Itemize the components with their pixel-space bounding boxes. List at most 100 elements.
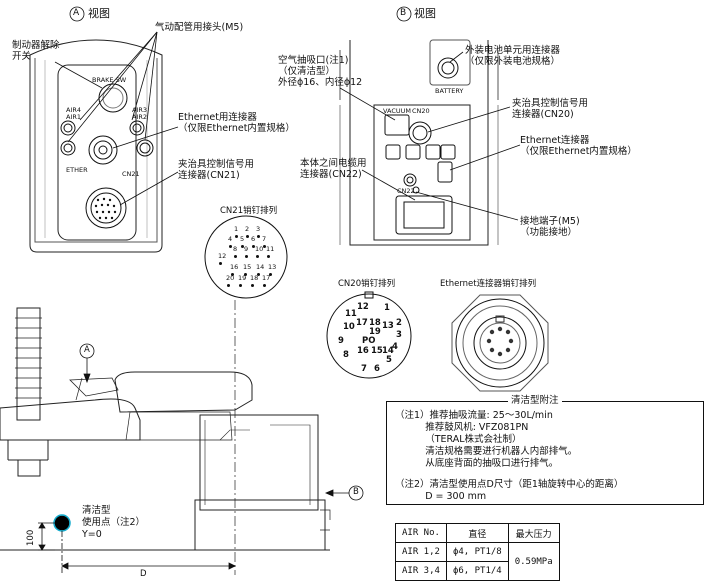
cn21-pinout [204, 215, 288, 299]
pin-label: 13 [268, 263, 277, 271]
pin-dot [219, 262, 222, 265]
view-a-letter: A [73, 8, 80, 18]
pin-label: 4 [228, 235, 233, 243]
pin-label: 12 [357, 302, 369, 312]
pin-label: 5 [240, 235, 245, 243]
cn22-connector-label: 本体之间电缆用 连接器(CN22) [300, 158, 367, 180]
notes-title: 清洁型附注 [508, 395, 562, 406]
pin-label: 7 [361, 364, 367, 374]
pin-dot [234, 255, 237, 258]
pin-dot [263, 284, 266, 287]
brake-switch-label: 制动器解除 开关 [12, 40, 60, 62]
pin-label: 7 [262, 235, 267, 243]
pin-label: 14 [382, 346, 394, 356]
pin-label: 17 [262, 274, 271, 282]
pin-label: 2 [245, 225, 250, 233]
panel-ether-label: ETHER [66, 166, 88, 174]
pin-label: 3 [396, 330, 402, 340]
cn20-pinout [326, 291, 412, 379]
panel-battery-label: BATTERY [435, 87, 464, 95]
panel-cn21-label: CN21 [122, 170, 140, 178]
pin-dot [269, 273, 272, 276]
ethernet-pinout [451, 294, 549, 392]
pin-label: 18 [250, 274, 259, 282]
pin-label: 9 [244, 245, 249, 253]
dim-d-label: D [140, 569, 147, 579]
pin-dot [241, 245, 244, 248]
suction-port-label: 空气抽吸口(注1) （仅清洁型） 外径ϕ16、内径ϕ12 [278, 55, 363, 88]
panel-air2-label: AIR2 [132, 113, 148, 121]
pin-label: 14 [256, 263, 265, 271]
air-fitting-label: 气动配管用接头(M5) [155, 22, 244, 33]
table-row: AIR 3,4 ϕ6, PT1/4 [395, 561, 560, 581]
pin-label: 5 [386, 355, 392, 365]
table-row: AIR No. 直径 最大压力 [395, 523, 560, 543]
arrow-a-letter: A [84, 345, 90, 355]
pin-label: 1 [234, 225, 239, 233]
pin-label: 8 [233, 245, 238, 253]
panel-vacuum-label: VACUUM [383, 107, 412, 115]
pin-label: 17 [356, 318, 368, 328]
pin-label: 15 [243, 263, 252, 271]
pin-label: 11 [345, 309, 357, 319]
pin-dot [267, 255, 270, 258]
arrow-b-letter: B [353, 487, 359, 497]
panel-cn22-label: CN22 [397, 187, 415, 195]
pin-label: 4 [392, 342, 398, 352]
pin-dot [227, 284, 230, 287]
cn20-connector-label: 夹治具控制信号用 连接器(CN20) [512, 98, 589, 120]
view-a-title: 视图 [88, 7, 110, 20]
table-header-diameter: 直径 [445, 523, 509, 543]
ethernet-connector-b-label: Ethernet连接器 （仅限Ethernet内置规格） [520, 135, 637, 157]
pin-dot [257, 235, 260, 238]
view-a-leaders [54, 6, 179, 206]
pin-label: 8 [343, 350, 349, 360]
ethernet-connector-label: Ethernet用连接器 （仅限Ethernet内置规格） [178, 112, 295, 134]
clean-point-label: 清洁型 使用点（注2） Y=0 [82, 505, 146, 540]
panel-brake-label: BRAKE SW [92, 76, 127, 84]
pin-label: 6 [251, 235, 256, 243]
pin-label: 2 [396, 318, 402, 328]
view-b-title: 视图 [414, 7, 436, 20]
note-1: （注1）推荐抽吸流量: 25～30L/min 推荐鼓风机: VFZ081PN （… [395, 410, 578, 469]
table-cell-pressure: 0.59MPa [507, 542, 560, 581]
view-b-letter: B [400, 8, 407, 18]
pin-label: 12 [218, 252, 227, 260]
pin-dot [251, 284, 254, 287]
pin-dot [252, 245, 255, 248]
pin-label: 19 [369, 327, 381, 337]
pin-label: 18 [369, 318, 381, 328]
cn20-pinout-title: CN20销钉排列 [338, 279, 396, 289]
table-header-max-pressure: 最大压力 [507, 523, 560, 543]
pin-dot [229, 245, 232, 248]
pin-label: 16 [357, 346, 369, 356]
table-cell-air-no: AIR 3,4 [395, 561, 447, 581]
pin-label: 15 [371, 346, 383, 356]
pin-label: 19 [238, 274, 247, 282]
pin-dot [231, 273, 234, 276]
pin-dot [257, 273, 260, 276]
robot-side-view [0, 300, 331, 575]
view-a-panel [29, 39, 163, 253]
air-spec-table: AIR No. 直径 最大压力 AIR 1,2 ϕ4, PT1/8 0.59MP… [395, 523, 560, 581]
ethernet-pinout-title: Ethernet连接器销钉排列 [440, 279, 537, 289]
table-row: AIR 1,2 ϕ4, PT1/8 0.59MPa [395, 542, 560, 581]
pin-label: 13 [382, 321, 394, 331]
battery-connector-label: 外装电池单元用连接器 （仅限外装电池规格） [465, 45, 561, 67]
pin-label: 16 [230, 263, 239, 271]
panel-cn20-label: CN20 [412, 107, 430, 115]
view-b-panel [339, 6, 499, 246]
cn21-connector-label: 夹治具控制信号用 连接器(CN21) [178, 159, 255, 181]
dim-100-label: 100 [26, 529, 36, 546]
ground-terminal-label: 接地端子(M5) （功能接地） [520, 216, 580, 238]
pin-dot [239, 284, 242, 287]
pin-label: 1 [384, 303, 390, 313]
pin-dot [256, 255, 259, 258]
pin-dot [235, 235, 238, 238]
pin-label: 20 [226, 274, 235, 282]
panel-air3-label: AIR3 [132, 106, 148, 114]
pin-label: 11 [266, 245, 275, 253]
cn20-po-label: PO [362, 336, 376, 346]
side-view-markers [38, 343, 364, 575]
